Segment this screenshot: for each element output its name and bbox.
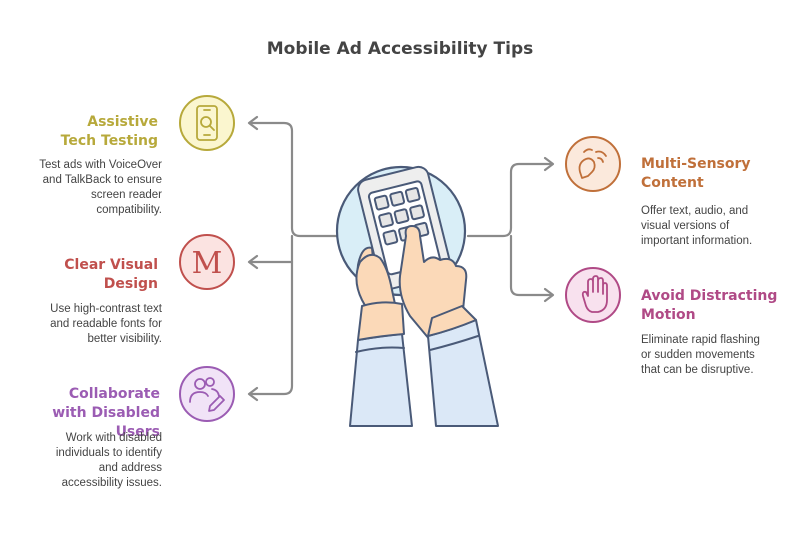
right-connectors [466,156,555,303]
hand-stop-icon [581,275,608,313]
tip-description-collaborate: Work with disabled individuals to identi… [55,432,162,489]
icon-circle-multi-sensory [565,136,621,192]
connector-collaborate [248,260,294,396]
arrow-avoid-motion [543,287,555,303]
arrow-multi-sensory [543,156,555,172]
tip-description-assistive-tech: Test ads with VoiceOver and TalkBack to … [39,159,162,216]
icon-circle-collaborate [179,366,235,422]
letter-m-icon: M [192,246,223,281]
connector-assistive-tech [248,121,338,238]
diagram-title: Mobile Ad Accessibility Tips [266,39,534,59]
tip-heading-multi-sensory: Multi-Sensory Content [641,156,751,191]
connector-multi-sensory [466,162,554,238]
tip-heading-collaborate: Collaborate with Disabled Users [52,386,160,440]
icon-circle-avoid-motion [565,267,621,323]
tip-heading-clear-visual: Clear Visual Design [64,257,158,292]
tip-description-multi-sensory: Offer text, audio, and visual versions o… [641,205,753,247]
arrow-clear-visual [247,254,259,270]
connector-avoid-motion [509,234,554,297]
arrow-collaborate [247,386,259,402]
tip-description-avoid-motion: Eliminate rapid flashing or sudden movem… [641,334,760,376]
hearing-icon [578,148,607,179]
left-connectors [247,115,338,402]
icon-circle-clear-visual: M [179,234,235,290]
tip-heading-assistive-tech: Assistive Tech Testing [60,114,158,149]
hand-tapping-phone-icon [335,165,499,427]
users-edit-icon [189,377,225,412]
smartphone-search-icon [196,105,218,141]
tip-description-clear-visual: Use high-contrast text and readable font… [50,303,162,345]
arrow-assistive-tech [247,115,259,131]
connector-clear-visual [248,234,294,264]
tip-heading-avoid-motion: Avoid Distracting Motion [641,288,778,323]
icon-circle-assistive-tech [179,95,235,151]
